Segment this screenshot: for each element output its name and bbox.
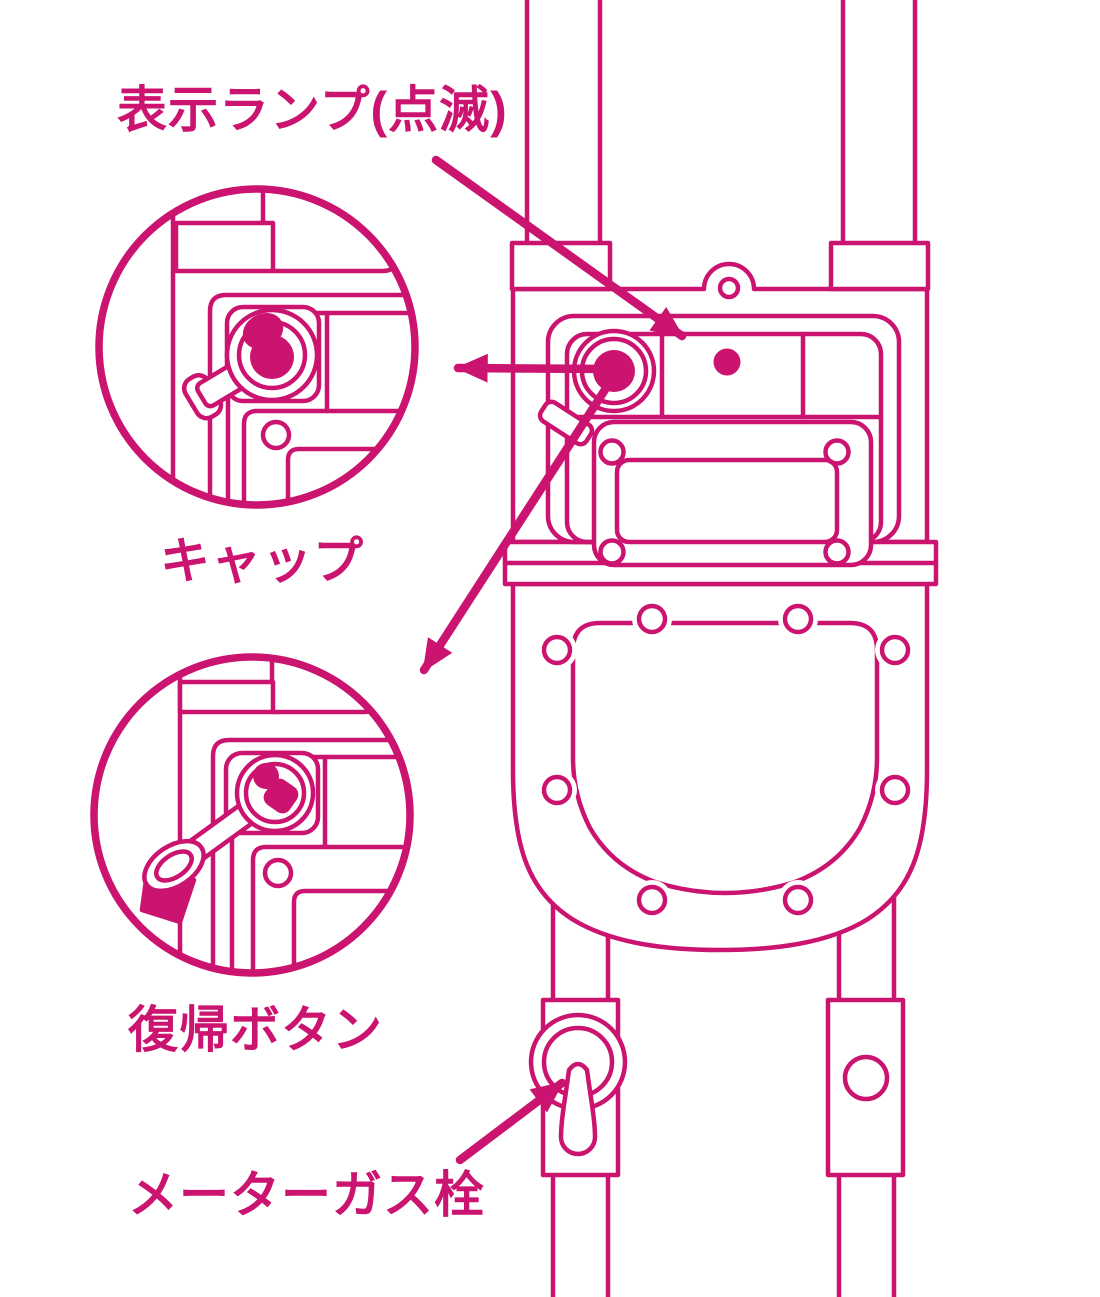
valve-handle [558, 1061, 598, 1157]
inlet-pipes [524, 0, 918, 265]
magnifier-cap [95, 185, 419, 509]
pipe-union-fitting [825, 997, 906, 1178]
cap-rim [142, 838, 206, 894]
meter-gas-valve [528, 997, 628, 1178]
counter-window [591, 419, 874, 568]
arrow-cap [453, 353, 617, 383]
callout-arrows [419, 155, 687, 1165]
label-cap: キャップ [160, 533, 364, 589]
arrow-gas-valve [455, 1078, 567, 1165]
display-lamp-dot [713, 348, 741, 376]
magnifier-reset-button [90, 653, 414, 977]
label-reset-button: 復帰ボタン [128, 1002, 383, 1058]
hanger-hole [717, 276, 741, 300]
label-gas-valve: メーターガス栓 [128, 1167, 485, 1223]
arrow-display-lamp [431, 155, 687, 341]
meter-body [502, 240, 939, 587]
arrow-reset-button [419, 377, 615, 675]
gasket-bolt-holes [537, 599, 915, 920]
flange-right [828, 240, 931, 292]
label-display-lamp: 表示ランプ(点滅) [117, 82, 508, 138]
lower-housing [510, 581, 930, 953]
